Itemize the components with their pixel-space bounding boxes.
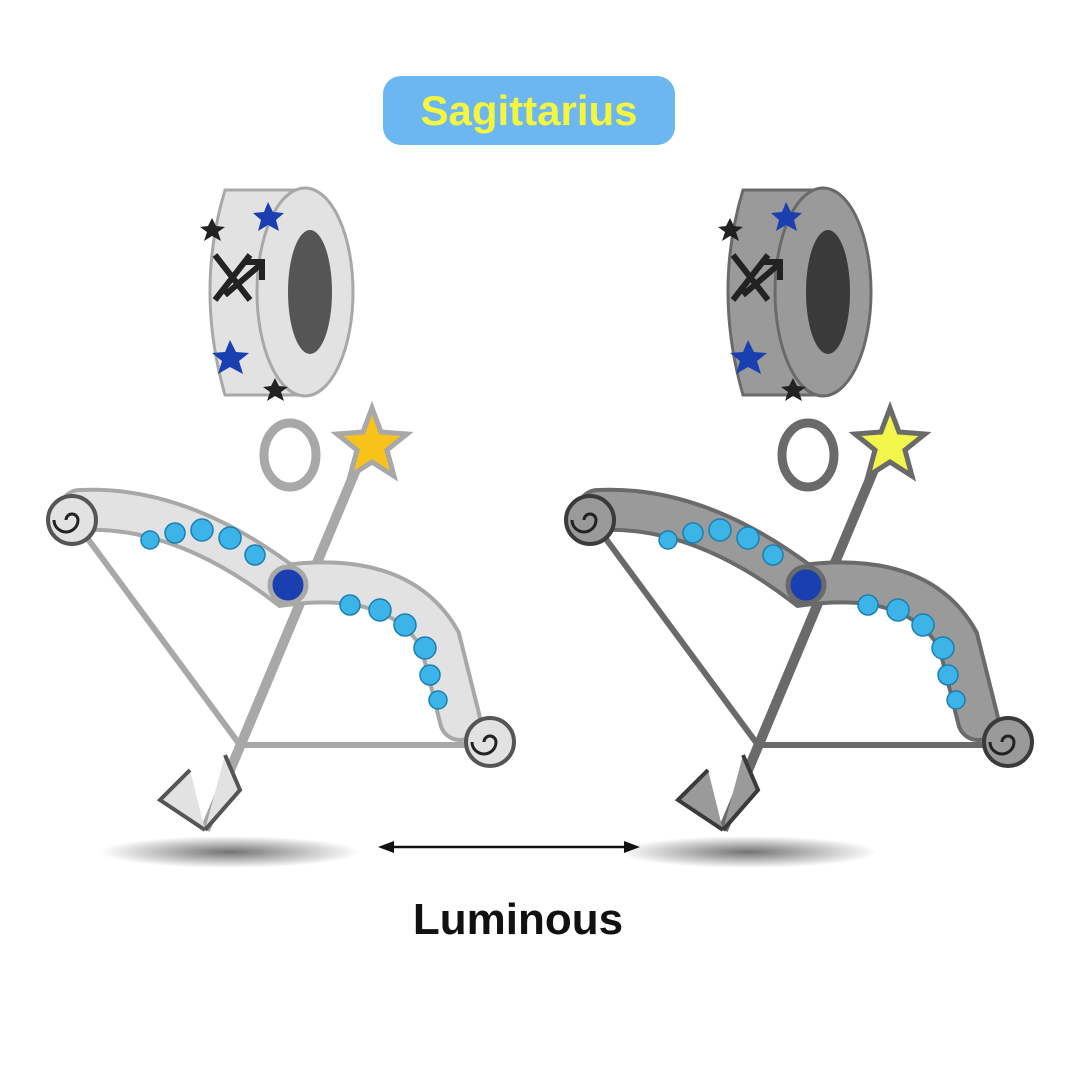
title-badge: Sagittarius [383, 76, 675, 145]
luminous-caption: Luminous [412, 895, 624, 944]
double-arrow-icon [378, 841, 640, 853]
charm-luminous [566, 188, 1032, 868]
charm-normal [48, 188, 514, 868]
